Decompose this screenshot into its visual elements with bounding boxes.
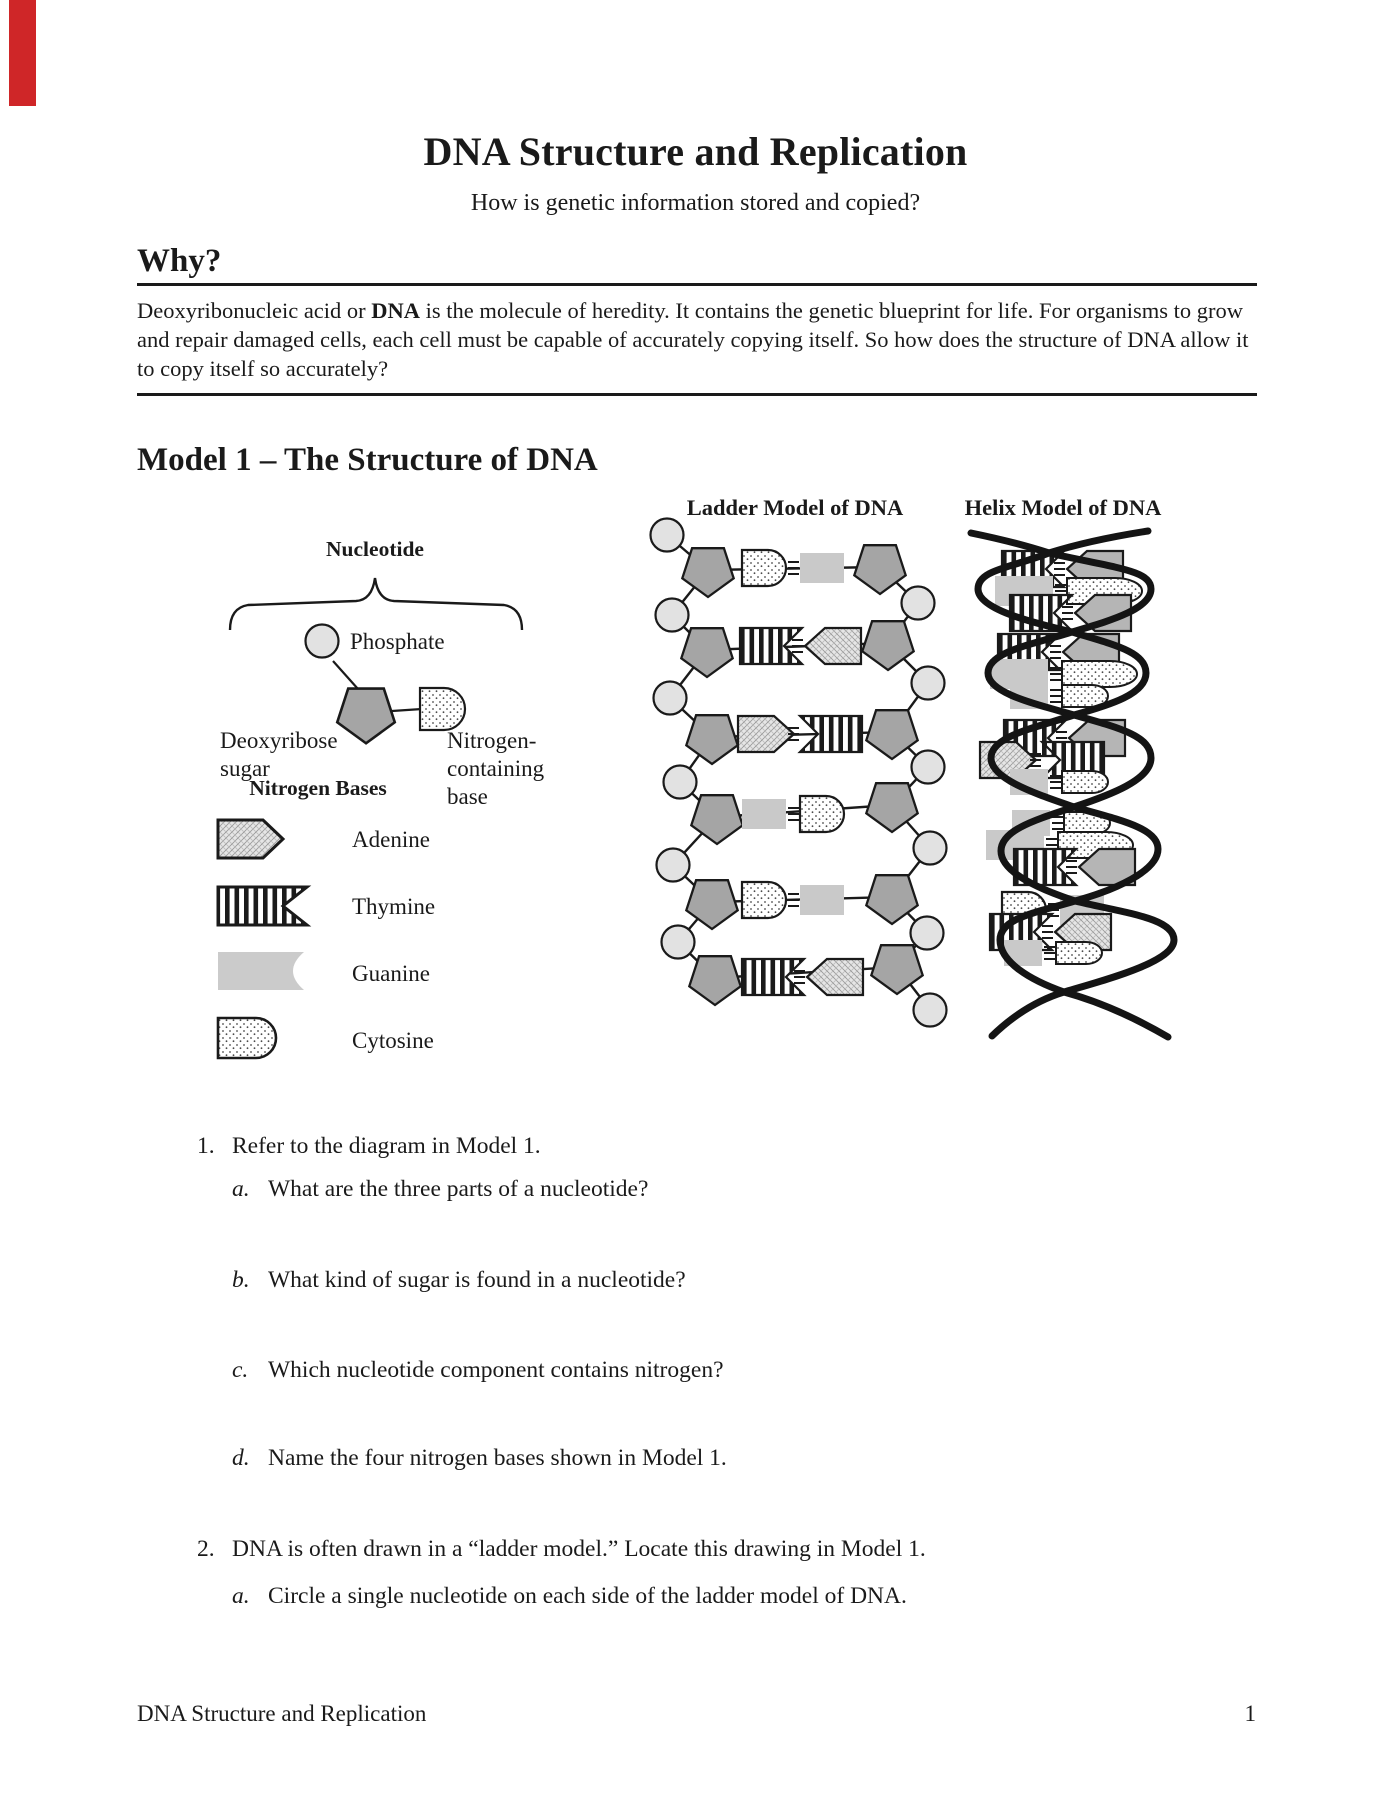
question-1a-letter: a. <box>232 1176 250 1202</box>
question-1a-text: What are the three parts of a nucleotide… <box>268 1176 649 1202</box>
ladder-model-diagram <box>649 517 948 1028</box>
nitrogen-bases-legend: Nitrogen Bases Adenine Thymine Guanine C… <box>216 776 435 1060</box>
deoxyribose-pentagon <box>335 687 397 745</box>
legend-adenine-swatch <box>216 818 286 860</box>
legend-cytosine-swatch <box>216 1016 278 1060</box>
sugar-label-line1: Deoxyribose <box>220 728 338 753</box>
ladder-left-backbone <box>649 517 744 1007</box>
nitrogen-base-shape <box>418 686 467 732</box>
why-text-bold-dna: DNA <box>371 298 421 323</box>
question-2a-text: Circle a single nucleotide on each side … <box>268 1583 907 1609</box>
ladder-right-backbone <box>853 544 948 1028</box>
helix-strand-b <box>974 527 1172 1041</box>
why-paragraph: Deoxyribonucleic acid or DNA is the mole… <box>137 296 1259 383</box>
helix-strand-a <box>967 529 1178 1040</box>
nucleotide-label: Nucleotide <box>326 537 424 561</box>
legend-guanine-label: Guanine <box>352 961 430 986</box>
question-1d-letter: d. <box>232 1445 250 1471</box>
sugar-label-line2: sugar <box>220 756 270 781</box>
why-text-prefix: Deoxyribonucleic acid or <box>137 298 372 323</box>
question-1b-text: What kind of sugar is found in a nucleot… <box>268 1267 686 1293</box>
question-1d-text: Name the four nitrogen bases shown in Mo… <box>268 1445 727 1471</box>
divider-rule-top <box>137 283 1257 286</box>
phosphate-label: Phosphate <box>350 629 445 654</box>
legend-guanine-swatch <box>218 952 304 990</box>
page-subtitle: How is genetic information stored and co… <box>470 190 921 216</box>
model1-figure: Nucleotide Phosphate Deoxyribose sugar N… <box>216 495 1178 1060</box>
phosphate-sugar-bond <box>332 660 359 690</box>
question-1-text: Refer to the diagram in Model 1. <box>232 1133 541 1159</box>
model1-heading: Model 1 – The Structure of DNA <box>137 442 598 478</box>
question-1b-letter: b. <box>232 1267 250 1293</box>
ladder-base-pairs <box>738 550 863 995</box>
helix-model-diagram <box>967 527 1178 1041</box>
question-1c-text: Which nucleotide component contains nitr… <box>268 1357 724 1383</box>
legend-cytosine-label: Cytosine <box>352 1028 434 1053</box>
legend-thymine-swatch <box>216 885 312 927</box>
question-2a-letter: a. <box>232 1583 250 1609</box>
question-1c-letter: c. <box>232 1357 249 1383</box>
legend-thymine-label: Thymine <box>352 894 435 919</box>
helix-model-title: Helix Model of DNA <box>965 495 1163 520</box>
base-label-line1: Nitrogen- <box>447 728 536 753</box>
legend-heading: Nitrogen Bases <box>249 776 387 800</box>
phosphate-circle <box>304 623 340 659</box>
question-1-number: 1. <box>197 1133 215 1159</box>
ladder-model-title: Ladder Model of DNA <box>687 495 904 520</box>
nucleotide-brace <box>228 577 524 631</box>
base-label-line2: containing <box>447 756 545 781</box>
why-heading: Why? <box>137 243 222 279</box>
divider-rule-bottom <box>137 393 1257 396</box>
base-label-line3: base <box>447 784 488 809</box>
why-text-suffix: is the molecule of heredity. It contains… <box>137 298 1249 381</box>
footer-page-number: 1 <box>1244 1701 1257 1726</box>
sugar-base-bond <box>391 707 423 713</box>
footer-document-title: DNA Structure and Replication <box>137 1701 427 1726</box>
nucleotide-diagram: Nucleotide Phosphate Deoxyribose sugar N… <box>220 537 545 809</box>
red-bookmark-stripe <box>9 0 36 106</box>
question-2-number: 2. <box>197 1536 215 1562</box>
page-title: DNA Structure and Replication <box>423 129 968 174</box>
helix-strands <box>967 527 1178 1041</box>
legend-adenine-label: Adenine <box>352 827 430 852</box>
question-2-text: DNA is often drawn in a “ladder model.” … <box>232 1536 926 1562</box>
